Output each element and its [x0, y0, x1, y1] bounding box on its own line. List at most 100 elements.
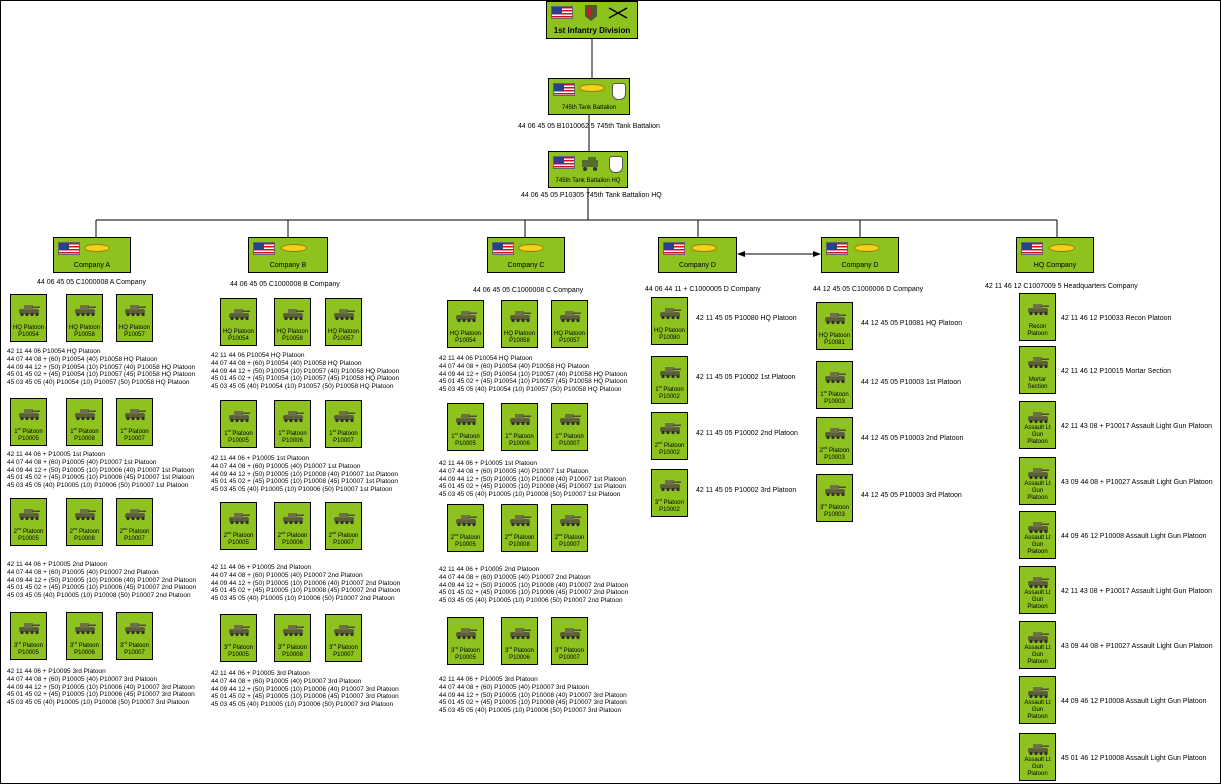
tank-icon	[73, 407, 97, 421]
unit-crest-icon	[609, 156, 623, 173]
info-line: 45 01 45 02 + (45) P10005 (10) P10006 (4…	[211, 693, 399, 701]
company-d1-node: Company D	[658, 237, 737, 273]
info-line: 44 09 44 12 + (50) P10005 (10) P10006 (4…	[7, 576, 197, 584]
info-line: 45 01 45 02 + (45) P10005 (10) P10008 (4…	[439, 699, 627, 707]
hq-company-unit-6-caption: 43 09 44 08 + P10027 Assault Light Gun P…	[1061, 643, 1213, 650]
company-a-label: Company A	[73, 262, 111, 269]
info-line: 42 11 44 06 + P10005 1st Platoon	[439, 460, 538, 467]
tank-icon	[1026, 630, 1050, 644]
tank-icon	[1026, 685, 1050, 699]
tank-icon	[823, 311, 847, 325]
hq-company-unit-7-caption: 44 09 46 12 P10008 Assault Light Gun Pla…	[1061, 698, 1207, 705]
tank-icon	[454, 513, 478, 527]
info-line: 44 09 44 12 + (50) P10005 (10) P10006 (4…	[7, 466, 195, 474]
info-line: 42 11 44 06 P10054 HQ Platoon	[7, 348, 101, 355]
info-line: 44 09 44 12 + (50) P10005 (10) P10006 (4…	[211, 579, 401, 587]
battalion-label: 745th Tank Battalion	[561, 105, 617, 111]
info-line: 42 11 44 06 + P10005 2nd Platoon	[7, 561, 108, 568]
tank-icon	[1026, 302, 1050, 316]
info-line: 45 01 45 02 + (45) P10005 (10) P10008 (4…	[211, 478, 399, 486]
info-line: 44 09 44 12 + (50) P10005 (10) P10008 (4…	[439, 581, 629, 589]
info-line: 44 07 44 08 + (60) P10054 (40) P10058 HQ…	[211, 359, 362, 367]
company-d1-label: Company D	[679, 262, 716, 269]
tank-icon	[508, 626, 532, 640]
company-d2-node: Company D	[821, 237, 899, 273]
companyD2-unit-3-caption: 44 12 45 05 P10003 3rd Platoon	[861, 492, 962, 499]
companyD1-unit-2-caption: 42 11 45 05 P10002 2nd Platoon	[696, 430, 798, 437]
armor-insignia-icon	[854, 244, 880, 252]
info-line: 42 11 44 06 + P10095 3rd Platoon	[7, 668, 106, 675]
tank-icon	[17, 621, 41, 635]
info-line: 42 11 44 06 + P10005 3rd Platoon	[439, 676, 538, 683]
tank-icon	[123, 303, 147, 317]
info-line: 45 03 45 05 (40) P10005 (10) P10008 (50)…	[7, 592, 191, 600]
info-line: 42 11 44 06 + P10005 2nd Platoon	[439, 566, 540, 573]
